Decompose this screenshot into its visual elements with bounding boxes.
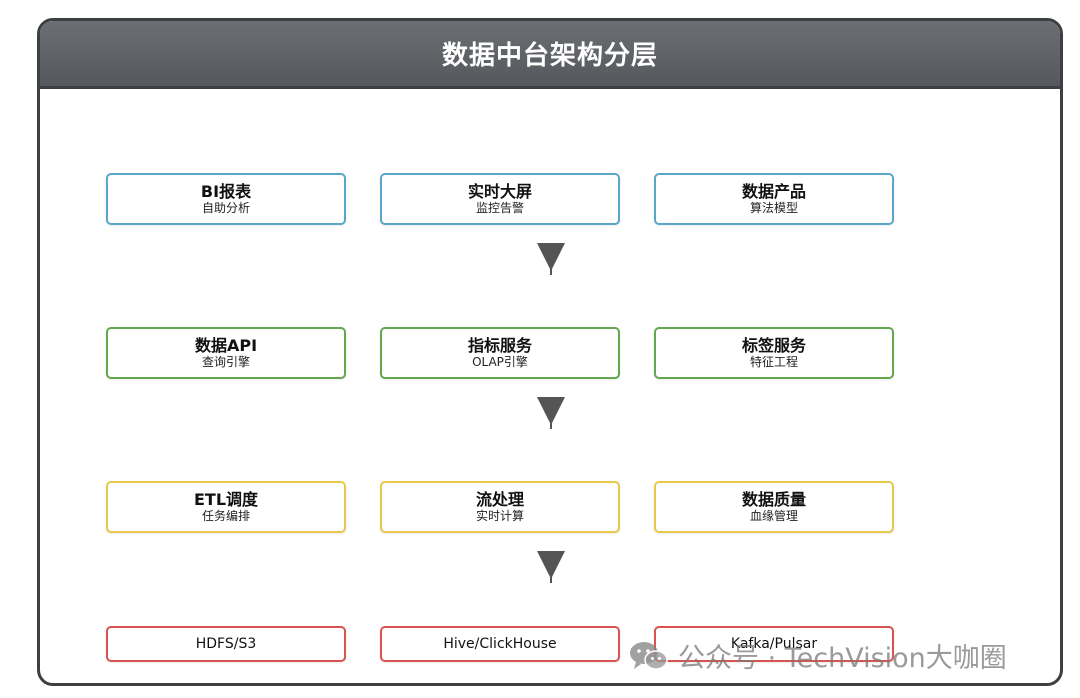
box-subtitle: 监控告警 — [475, 201, 524, 215]
box-title: 实时大屏 — [467, 182, 532, 201]
box-subtitle: 特征工程 — [749, 355, 798, 369]
box-title: 数据产品 — [741, 182, 806, 201]
diagram-title: 数据中台架构分层 — [441, 41, 658, 71]
box-title: 指标服务 — [467, 336, 532, 355]
box-hive-clickhouse: Hive/ClickHouse — [380, 626, 620, 662]
box-subtitle: 自助分析 — [201, 201, 250, 215]
watermark: 公众号 · TechVision大咖圈 — [628, 636, 1007, 675]
box-title: Hive/ClickHouse — [443, 636, 557, 652]
box-title: ETL调度 — [193, 490, 259, 509]
box-subtitle: OLAP引擎 — [472, 355, 528, 369]
box-bi-report: BI报表 自助分析 — [106, 173, 346, 225]
box-title: 流处理 — [475, 490, 524, 509]
box-data-product: 数据产品 算法模型 — [654, 173, 894, 225]
down-arrow-tip — [550, 577, 552, 583]
box-title: 数据质量 — [741, 490, 806, 509]
box-subtitle: 查询引擎 — [201, 355, 250, 369]
box-data-quality: 数据质量 血缘管理 — [654, 481, 894, 533]
box-subtitle: 任务编排 — [201, 509, 250, 523]
box-title: 标签服务 — [741, 336, 806, 355]
box-subtitle: 实时计算 — [475, 509, 524, 523]
box-data-api: 数据API 查询引擎 — [106, 327, 346, 379]
box-metric-service: 指标服务 OLAP引擎 — [380, 327, 620, 379]
wechat-icon — [630, 641, 668, 670]
box-tag-service: 标签服务 特征工程 — [654, 327, 894, 379]
down-arrow-icon — [537, 551, 565, 579]
down-arrow-tip — [550, 269, 552, 275]
watermark-text: 公众号 · TechVision大咖圈 — [678, 643, 1007, 674]
box-title: BI报表 — [200, 182, 252, 201]
down-arrow-icon — [537, 243, 565, 271]
down-arrow-tip — [550, 423, 552, 429]
box-realtime-dashboard: 实时大屏 监控告警 — [380, 173, 620, 225]
title-bar: 数据中台架构分层 — [40, 21, 1060, 89]
box-title: 数据API — [194, 336, 258, 355]
box-title: Kafka/Pulsar — [730, 636, 818, 652]
box-hdfs-s3: HDFS/S3 — [106, 626, 346, 662]
box-stream-processing: 流处理 实时计算 — [380, 481, 620, 533]
box-subtitle: 血缘管理 — [749, 509, 798, 523]
down-arrow-icon — [537, 397, 565, 425]
box-subtitle: 算法模型 — [749, 201, 798, 215]
box-etl-scheduling: ETL调度 任务编排 — [106, 481, 346, 533]
box-kafka-pulsar: Kafka/Pulsar — [654, 626, 894, 662]
box-title: HDFS/S3 — [195, 636, 257, 652]
